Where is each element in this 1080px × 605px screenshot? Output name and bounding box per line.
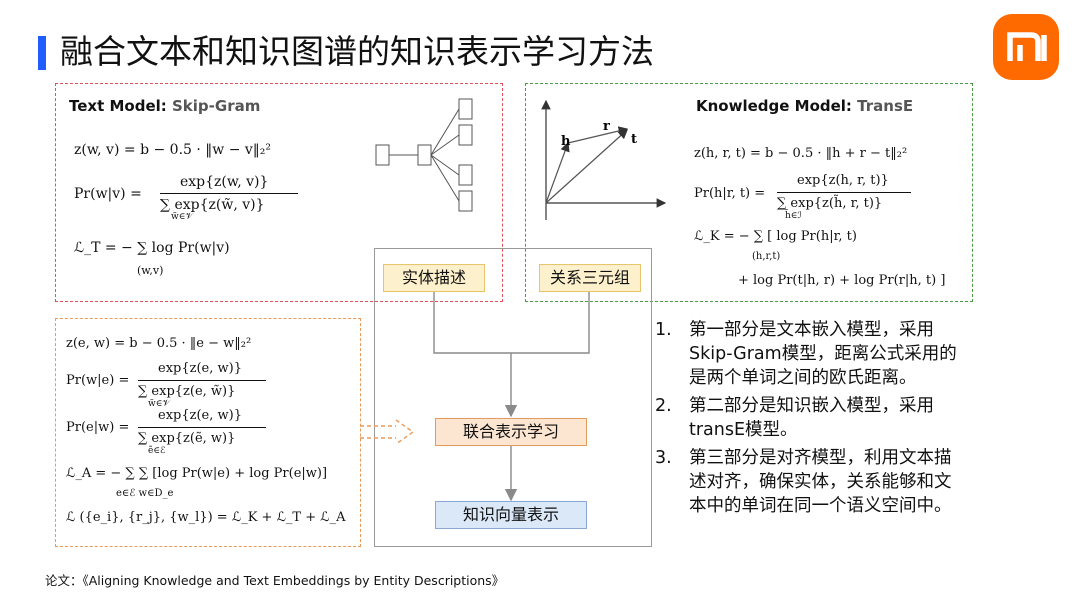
vector-r [567, 126, 629, 144]
skip-gram-network-diagram [375, 98, 473, 212]
knowledge-vector-node: 知识向量表示 [435, 501, 587, 529]
text-model-title-prefix: Text Model: [69, 97, 167, 115]
output-node [458, 98, 473, 120]
kg-eq-fraction-line [777, 192, 911, 193]
alignment-model-box [55, 318, 361, 547]
align-eq-prob2-den-sub: ẽ∈ℰ [148, 446, 166, 456]
kg-eq-prob-den-sub: h̃∈ℐ [785, 211, 802, 221]
text-eq-prob-lhs: Pr(w|v) = [74, 186, 142, 202]
knowledge-model-title-prefix: Knowledge Model: [696, 97, 852, 115]
knowledge-model-box [525, 83, 973, 302]
text-model-title-name: Skip-Gram [172, 97, 261, 115]
output-edge [430, 134, 460, 156]
vector-t-label: t [631, 132, 637, 147]
relation-triple-node: 关系三元组 [539, 264, 641, 292]
description-list: 1. 第一部分是文本嵌入模型，采用Skip-Gram模型，距离公式采用的是两个单… [655, 318, 965, 522]
list-item-text: 第三部分是对齐模型，利用文本描述对齐，确保实体，关系能够和文本中的单词在同一个语… [689, 448, 952, 516]
kg-eq-prob-den: ∑ exp{z(h̃, r, t)} [777, 196, 883, 211]
output-edge [430, 108, 460, 156]
knowledge-model-title-name: TransE [857, 97, 914, 115]
merge-line [433, 290, 590, 354]
entity-description-node: 实体描述 [383, 264, 485, 292]
list-item-number: 2. [655, 396, 672, 416]
kg-eq-loss-sub: (h,r,t) [752, 251, 781, 262]
flow-diagram-container [374, 248, 652, 547]
text-model-box [55, 83, 503, 302]
text-eq-prob-num: exp{z(w, v)} [180, 174, 269, 190]
text-eq-prob-den-sub: w̃∈𝒱 [171, 212, 193, 222]
align-eq-prob2-line [138, 427, 266, 428]
list-item-text: 第二部分是知识嵌入模型，采用transE模型。 [689, 396, 934, 440]
list-item-number: 1. [655, 320, 672, 340]
align-eq-total-loss: ℒ ({e_i}, {r_j}, {w_l}) = ℒ_K + ℒ_T + ℒ_… [66, 510, 346, 525]
kg-eq-loss-cont: + log Pr(t|h, r) + log Pr(r|h, t) ] [738, 273, 946, 288]
align-eq-prob1-den-sub: w̃∈𝒱 [148, 399, 170, 409]
list-item-number: 3. [655, 448, 672, 468]
kg-eq-prob-num: exp{z(h, r, t)} [797, 173, 889, 188]
align-eq-prob1-den: ∑ exp{z(e, w̃)} [138, 384, 236, 399]
align-eq-prob1-lhs: Pr(w|e) = [66, 373, 130, 388]
input-node [375, 144, 390, 166]
vector-h [545, 141, 570, 204]
page-title: 融合文本和知识图谱的知识表示学习方法 [60, 32, 654, 71]
list-item-text: 第一部分是文本嵌入模型，采用Skip-Gram模型，距离公式采用的是两个单词之间… [689, 320, 957, 388]
list-item: 2. 第二部分是知识嵌入模型，采用transE模型。 [655, 394, 965, 442]
kg-eq-loss: ℒ_K = − ∑ [ log Pr(h|r, t) [694, 229, 857, 244]
align-eq-distance: z(e, w) = b − 0.5 · ‖e − w‖₂² [66, 336, 252, 351]
hidden-node [417, 144, 432, 166]
text-model-title: Text Model: Skip-Gram [69, 97, 260, 115]
vector-r-label: r [603, 119, 610, 134]
transe-vector-diagram: h r t [541, 99, 667, 220]
text-eq-prob-den: ∑ exp{z(w̃, v)} [160, 197, 265, 213]
align-eq-prob1-line [138, 380, 266, 381]
align-eq-loss-sub: e∈ℰ w∈D_e [116, 488, 174, 499]
list-item: 1. 第一部分是文本嵌入模型，采用Skip-Gram模型，距离公式采用的是两个单… [655, 318, 965, 390]
joint-learning-node: 联合表示学习 [435, 418, 587, 446]
list-item: 3. 第三部分是对齐模型，利用文本描述对齐，确保实体，关系能够和文本中的单词在同… [655, 446, 965, 518]
align-eq-prob2-num: exp{z(e, w)} [158, 408, 242, 423]
align-eq-prob1-num: exp{z(e, w)} [158, 361, 242, 376]
vector-h-label: h [561, 134, 571, 149]
flow-connectors [433, 290, 590, 502]
kg-eq-prob-lhs: Pr(h|r, t) = [694, 186, 766, 201]
align-eq-loss: ℒ_A = − ∑ ∑ [log Pr(w|e) + log Pr(e|w)] [66, 466, 328, 481]
output-node [458, 190, 473, 212]
vector-t [545, 129, 628, 204]
output-node [458, 164, 473, 186]
mi-logo-icon [1007, 32, 1047, 61]
align-eq-prob2-lhs: Pr(e|w) = [66, 420, 130, 435]
alignment-arrow [360, 419, 415, 445]
text-eq-loss-sub: (w,v) [137, 264, 164, 277]
kg-eq-distance: z(h, r, t) = b − 0.5 · ‖h + r − t‖₂² [694, 146, 908, 161]
text-eq-distance: z(w, v) = b − 0.5 · ‖w − v‖₂² [74, 142, 272, 158]
output-edge [430, 154, 460, 176]
output-node [458, 124, 473, 146]
output-edge [430, 154, 460, 202]
paper-reference: 论文：《Aligning Knowledge and Text Embeddin… [45, 573, 505, 588]
knowledge-model-title: Knowledge Model: TransE [696, 97, 913, 115]
text-eq-fraction-line [160, 193, 298, 194]
title-accent-bar [38, 36, 46, 70]
text-eq-loss: ℒ_T = − ∑ log Pr(w|v) [74, 240, 230, 256]
mi-logo [993, 14, 1059, 80]
align-eq-prob2-den: ∑ exp{z(ẽ, w)} [138, 431, 236, 446]
